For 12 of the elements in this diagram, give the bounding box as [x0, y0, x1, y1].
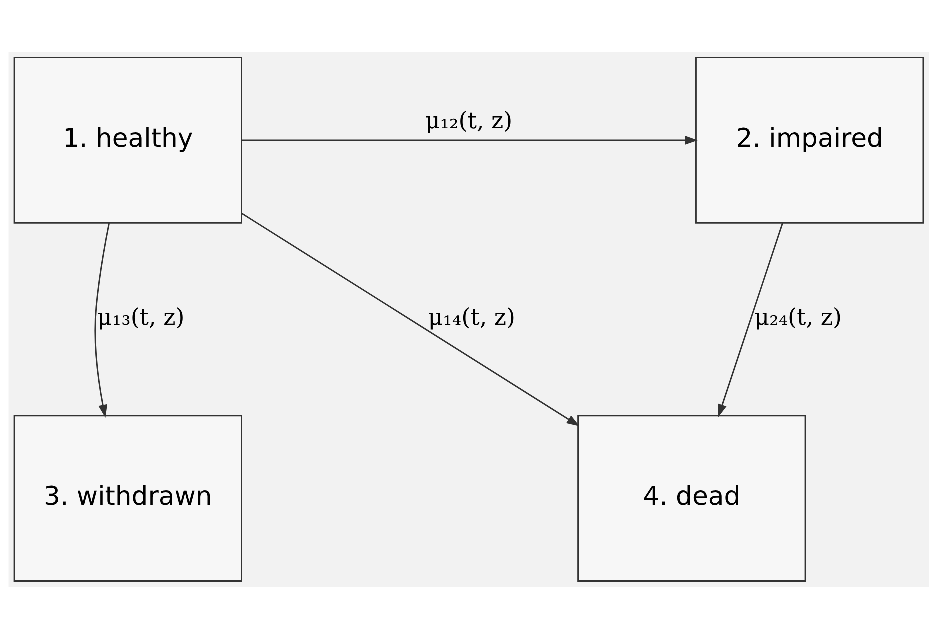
arrow: [242, 213, 580, 426]
arrow: [242, 136, 698, 145]
node-box: 1. healthy: [14, 57, 242, 224]
edge-label: μ₁₃(t, z): [97, 304, 185, 331]
arrow: [94, 223, 110, 418]
node-box: 2. impaired: [696, 57, 924, 224]
edge-label: μ₂₄(t, z): [754, 304, 842, 331]
edge-label: μ₁₂(t, z): [425, 108, 513, 135]
edge-label: μ₁₄(t, z): [428, 304, 516, 331]
node-box: 3. withdrawn: [14, 415, 242, 582]
node-box: 4. dead: [578, 415, 806, 582]
arrow: [718, 223, 784, 418]
